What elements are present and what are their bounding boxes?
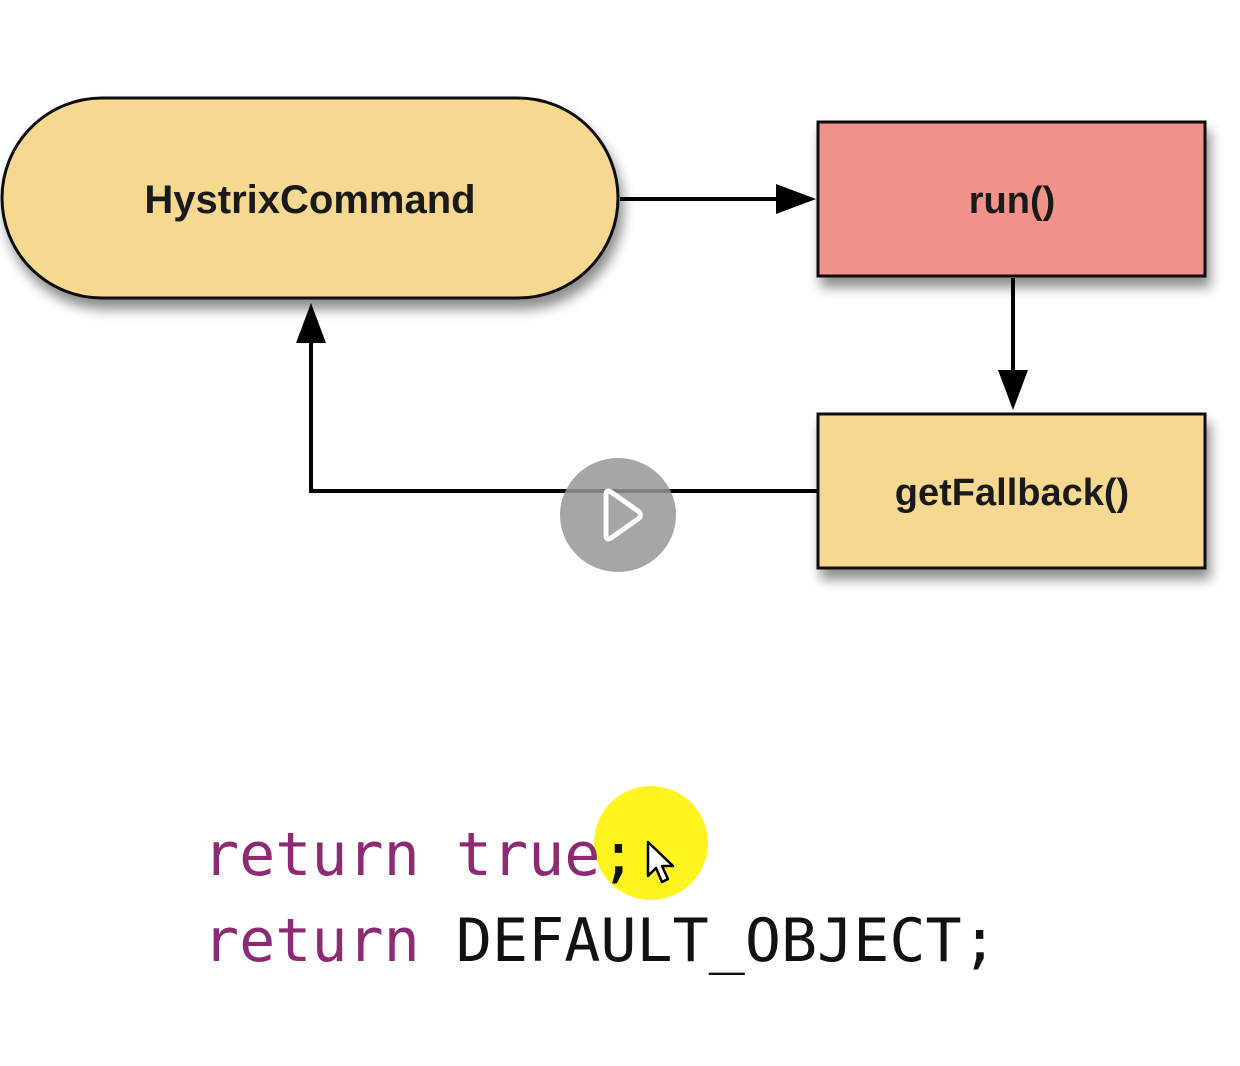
code-literal-true: true: [455, 820, 601, 890]
code-line-1: return true;: [203, 812, 998, 898]
flow-diagram: HystrixCommand run() getFallback(): [0, 96, 1207, 570]
edge-run-to-fallback: [998, 278, 1028, 410]
edge-fallback-to-hystrix: [296, 303, 818, 493]
play-icon: [603, 488, 643, 542]
code-line-2: return DEFAULT_OBJECT;: [203, 898, 998, 984]
mouse-pointer-icon: [646, 840, 675, 884]
code-keyword-return: return: [203, 906, 420, 976]
code-semicolon: ;: [600, 820, 637, 890]
node-get-fallback-label: getFallback(): [895, 472, 1129, 514]
code-keyword-return: return: [203, 820, 420, 890]
node-get-fallback-shape: [816, 412, 1207, 570]
cursor-highlight: [594, 786, 708, 900]
node-hystrix-command-label: HystrixCommand: [144, 178, 475, 222]
node-run-label: run(): [969, 180, 1056, 222]
code-constant-default-object: DEFAULT_OBJECT;: [455, 906, 998, 976]
play-button[interactable]: [560, 458, 676, 572]
node-hystrix-command-shape: [0, 96, 620, 300]
node-run: run(): [816, 120, 1207, 278]
edge-hystrix-to-run: [620, 184, 816, 214]
node-run-shape: [816, 120, 1207, 278]
node-get-fallback: getFallback(): [816, 412, 1207, 570]
code-snippet: return true;return DEFAULT_OBJECT;: [203, 812, 998, 984]
node-hystrix-command: HystrixCommand: [0, 96, 620, 300]
